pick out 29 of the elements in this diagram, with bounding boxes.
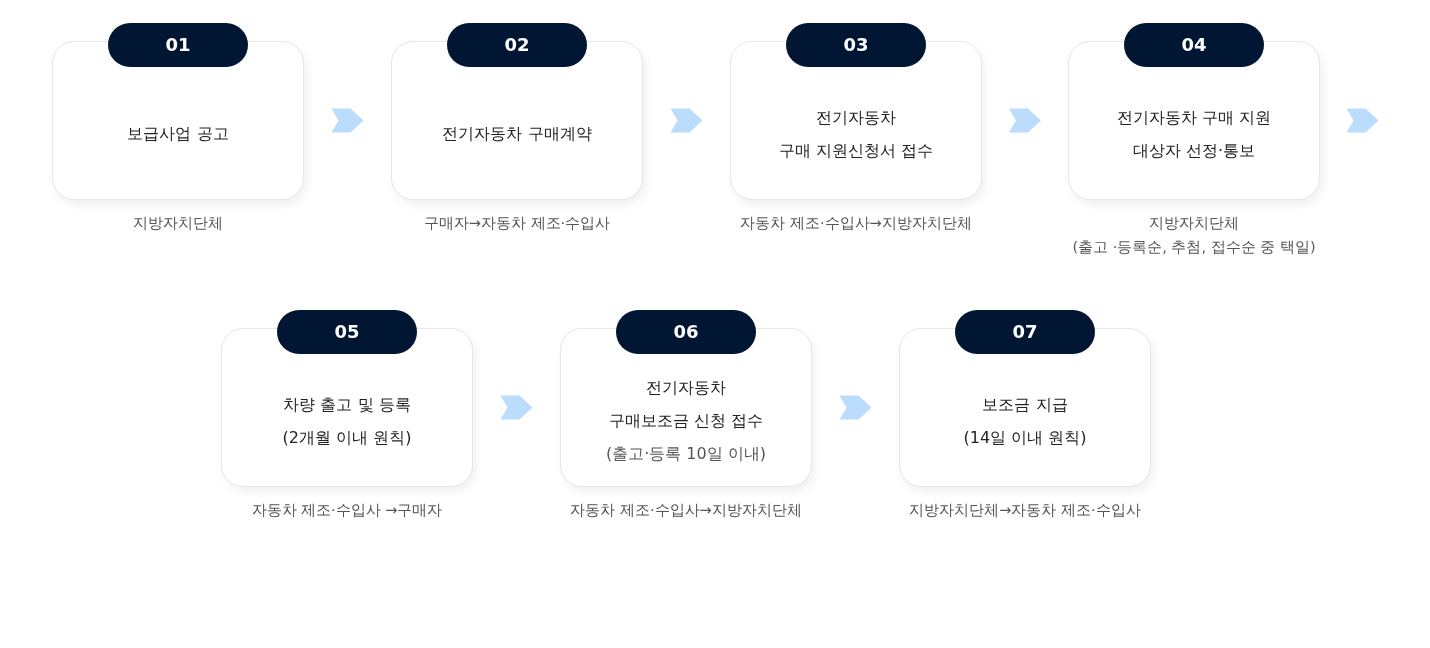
step-number-badge: 04 <box>1124 23 1264 67</box>
chevron-arrow <box>1009 108 1041 133</box>
step-text: 전기자동차 구매보조금 신청 접수 <box>608 377 764 432</box>
step-text: 전기자동차 구매계약 <box>442 123 592 145</box>
step-number-badge: 03 <box>786 23 926 67</box>
chevron-arrow <box>500 395 533 420</box>
step-caption: 지방자치단체→자동차 제조·수입사 <box>909 501 1141 520</box>
step-caption: 자동차 제조·수입사→지방자치단체 <box>570 501 802 520</box>
step-text: 전기자동차 구매 지원신청서 접수 <box>778 106 934 162</box>
step-caption: 구매자→자동차 제조·수입사 <box>423 214 611 233</box>
step-text: 보급사업 공고 <box>127 123 229 145</box>
chevron-arrow <box>839 395 872 420</box>
step-text: 전기자동차 구매 지원 대상자 선정·통보 <box>1116 106 1272 162</box>
step-note: (출고·등록 10일 이내) <box>605 443 767 465</box>
step-caption: 자동차 제조·수입사 →구매자 <box>251 501 443 520</box>
step-number-badge: 06 <box>616 310 756 354</box>
step-number-badge: 02 <box>447 23 587 67</box>
chevron-arrow <box>1346 108 1379 133</box>
step-number-badge: 07 <box>955 310 1095 354</box>
step-number-badge: 01 <box>108 23 248 67</box>
step-caption: (출고 ·등록순, 추첨, 접수순 중 택일) <box>1072 238 1316 257</box>
chevron-arrow <box>331 108 364 133</box>
step-text: 보조금 지급 (14일 이내 원칙) <box>963 393 1087 449</box>
chevron-arrow <box>670 108 703 133</box>
step-caption: 지방자치단체 <box>133 214 223 233</box>
step-caption: 지방자치단체 <box>1149 214 1239 233</box>
step-caption: 자동차 제조·수입사→지방자치단체 <box>740 214 972 233</box>
step-number-badge: 05 <box>277 310 417 354</box>
step-text: 차량 출고 및 등록 (2개월 이내 원칙) <box>282 393 412 449</box>
